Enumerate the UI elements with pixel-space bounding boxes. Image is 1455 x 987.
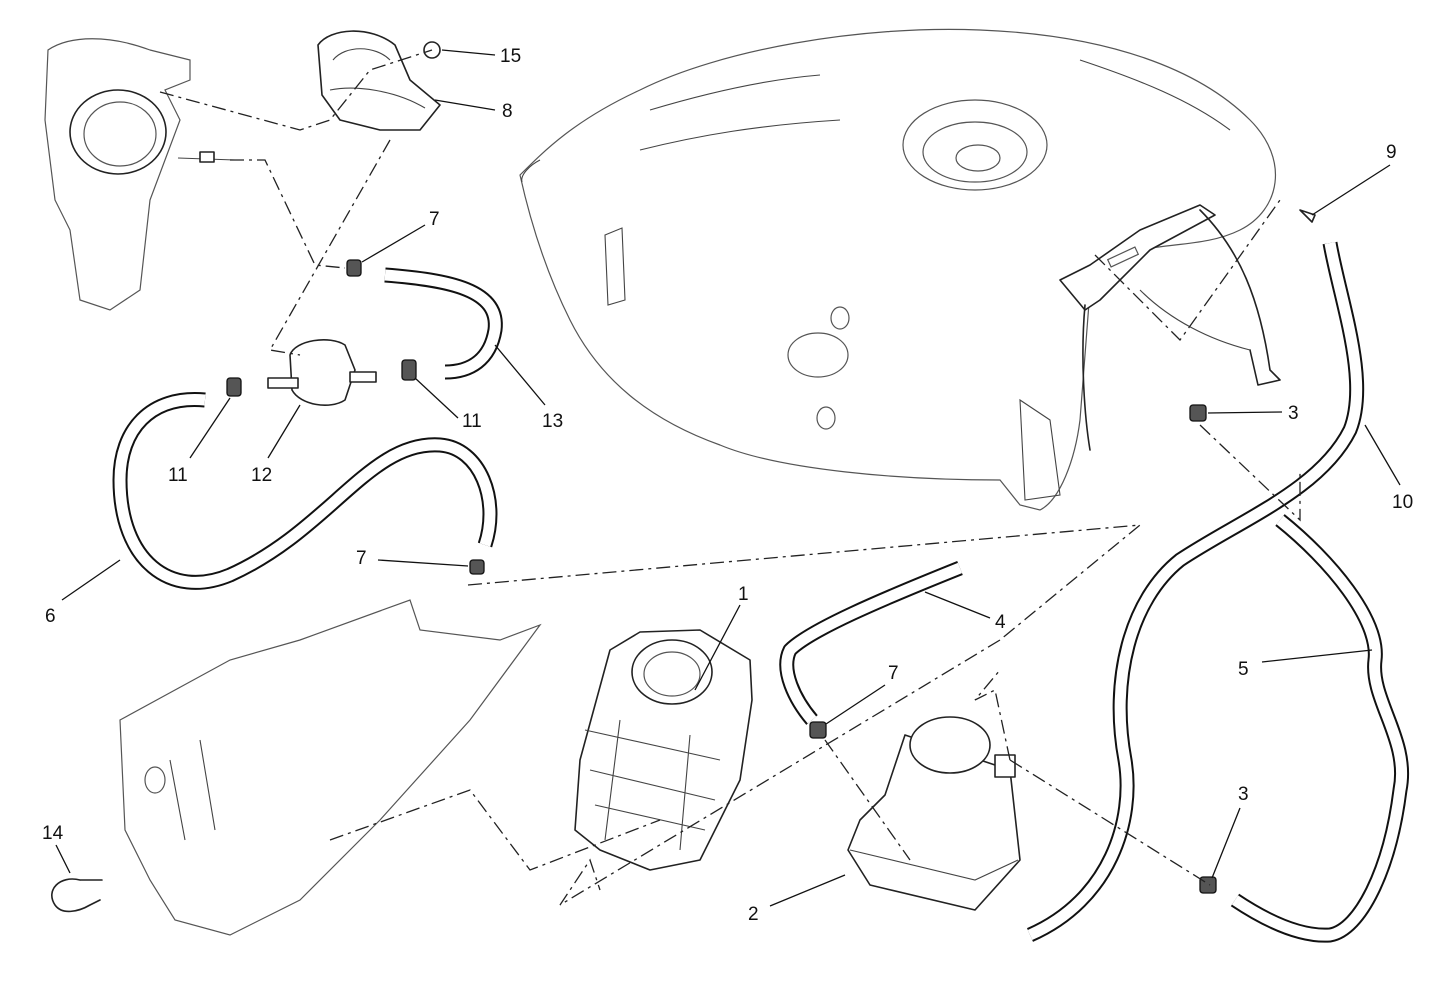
callout-6: 6 xyxy=(45,606,56,627)
callout-13: 13 xyxy=(542,411,563,432)
fuel-tank xyxy=(519,28,1276,511)
callout-7a: 7 xyxy=(429,209,440,230)
reservoir xyxy=(847,716,1021,911)
tank-bracket xyxy=(1059,204,1281,451)
canister xyxy=(574,629,753,871)
callout-11b: 11 xyxy=(168,465,188,486)
callout-14: 14 xyxy=(42,823,64,844)
callouts: 15 8 7 13 11 11 12 6 7 1 4 7 2 14 3 9 10… xyxy=(42,46,1413,925)
callout-7b: 7 xyxy=(356,548,367,569)
strap xyxy=(317,30,441,131)
valve xyxy=(267,339,377,406)
callout-7c: 7 xyxy=(888,663,899,684)
callout-3a: 3 xyxy=(1288,403,1299,424)
callout-2: 2 xyxy=(748,904,759,925)
callout-9: 9 xyxy=(1386,142,1397,163)
hose-clip xyxy=(51,878,103,913)
clamps xyxy=(226,209,1316,894)
callout-8: 8 xyxy=(502,101,513,122)
throttle-body xyxy=(44,38,236,311)
callout-5: 5 xyxy=(1238,659,1249,680)
callout-1: 1 xyxy=(738,584,749,605)
hoses xyxy=(112,241,1409,943)
callout-10: 10 xyxy=(1392,492,1413,513)
assembly-lines xyxy=(159,49,1301,906)
callout-4: 4 xyxy=(995,612,1006,633)
callout-11a: 11 xyxy=(462,411,482,432)
callout-12: 12 xyxy=(251,465,272,486)
callout-3b: 3 xyxy=(1238,784,1249,805)
callout-15: 15 xyxy=(500,46,521,67)
side-cover xyxy=(119,599,542,936)
